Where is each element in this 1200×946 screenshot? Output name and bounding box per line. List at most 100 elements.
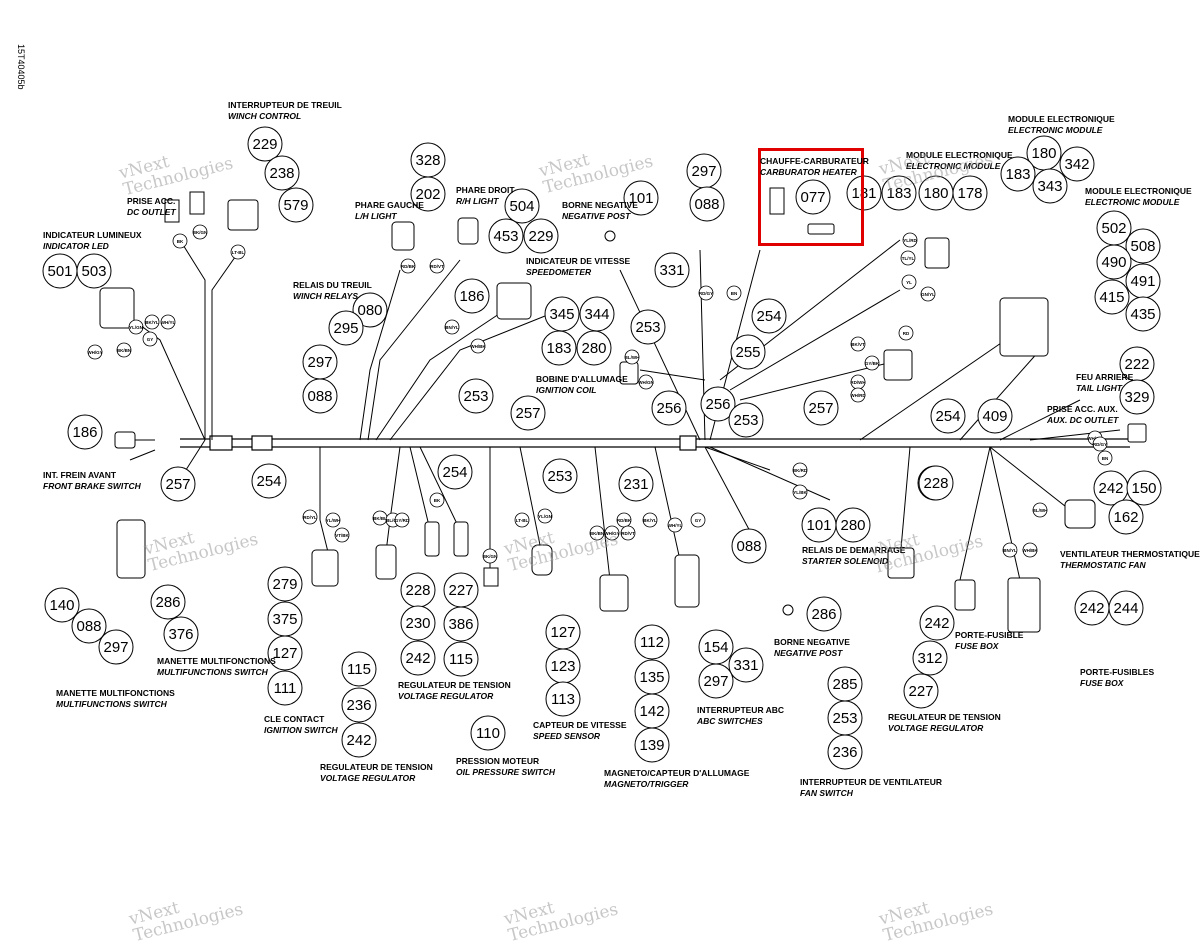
part-number: 254 [442,464,467,481]
part-number: 579 [283,197,308,214]
part-bubble: 253 [827,700,863,736]
part-number: 329 [1124,389,1149,406]
part-number: 253 [547,468,572,485]
wire-code: WH/YL [668,523,683,528]
wire-code: LT-BL [232,250,245,255]
part-number: 254 [256,473,281,490]
label-en: R/H LIGHT [456,196,499,206]
part-number: 127 [272,645,297,662]
part-number: 101 [628,190,653,207]
label-fr: PRESSION MOTEUR [456,756,540,766]
part-bubble: 501 [42,253,78,289]
part-number: 222 [1124,356,1149,373]
part-bubble: 135 [634,659,670,695]
wire-code: WH/YL [161,320,176,325]
wire-code: BK/GN [483,554,498,559]
wire-code-tag: BN [1097,450,1113,466]
part-bubble: 255 [730,334,766,370]
wire-code-tag: BN/YL [1002,542,1018,558]
part-bubble: 178 [952,175,988,211]
part-number: 127 [550,624,575,641]
label-fr: PHARE DROIT [456,185,515,195]
part-number: 112 [640,634,664,651]
label-fr: PORTE-FUSIBLE [955,630,1024,640]
part-bubble: 331 [728,647,764,683]
part-number: 227 [908,683,933,700]
part-number: 409 [982,408,1007,425]
part-bubble: 110 [470,715,506,751]
wire-code: RD/GY [699,291,713,296]
label-fr: MODULE ELECTRONIQUE [1008,114,1115,124]
wire-code-tag: BK/BL [372,510,388,526]
part-number: 183 [546,340,571,357]
wire-code: BL/WH [1033,508,1048,513]
label-en: THERMOSTATIC FAN [1060,560,1146,570]
part-number: 279 [272,576,297,593]
wire-code: GN/YL [921,292,935,297]
part-number: 242 [1098,480,1123,497]
part-number: 415 [1099,289,1124,306]
part-bubble: 162 [1108,499,1144,535]
wire-code: YL/GN [129,325,143,330]
part-number: 180 [923,185,948,202]
wire-code-tag: YL [901,274,917,290]
wire-code-tag: GY [142,331,158,347]
label-en: FUSE BOX [955,641,999,651]
label-en: VOLTAGE REGULATOR [888,723,984,733]
wire-code: RD/YL [303,515,317,520]
label-fr: MANETTE MULTIFONCTIONS [157,656,276,666]
part-number: 242 [405,650,430,667]
wire-code-tag: BL/WH [1032,502,1048,518]
label-fr: INTERRUPTEUR DE VENTILATEUR [800,777,942,787]
part-bubble: 254 [751,298,787,334]
part-bubble: 280 [576,330,612,366]
part-bubble: 491 [1125,263,1161,299]
part-number: 328 [415,152,440,169]
part-bubble: 088 [689,186,725,222]
label-fr: INTERRUPTEUR ABC [697,705,785,715]
part-bubble: 101 [623,180,659,216]
part-bubble: 127 [267,635,303,671]
part-bubble: 297 [686,153,722,189]
wire-code-tag: RD/BK [616,512,632,528]
part-number: 227 [448,582,473,599]
part-number: 331 [733,657,758,674]
part-number: 123 [550,658,575,675]
wire-code: BK/BL [373,516,387,521]
part-number: 344 [584,306,609,323]
part-number: 088 [76,618,101,635]
part-number: 202 [415,186,440,203]
wire-code: RD/VT [621,531,635,536]
part-bubble: 342 [1059,146,1095,182]
part-bubble: 231 [618,466,654,502]
label-en: AUX. DC OUTLET [1047,415,1119,425]
label-fr: CHAUFFE-CARBURATEUR [760,156,869,166]
label-fr: INTERRUPTEUR DE TREUIL [228,100,342,110]
wire-code: BK/BN [590,531,604,536]
part-number: 342 [1064,156,1089,173]
part-bubble: 415 [1094,279,1130,315]
part-bubble: 257 [160,466,196,502]
part-bubble: 186 [67,414,103,450]
part-bubble: 254 [437,454,473,490]
wire-code: TL/YL [902,256,915,261]
part-bubble: 256 [700,386,736,422]
wire-code-tag: RD/GY [698,285,714,301]
part-bubble: 077 [795,179,831,215]
part-number: 142 [639,703,664,720]
wire-code: WH/GN [1087,436,1103,441]
label-en: TAIL LIGHT [1076,383,1122,393]
wire-code-tag: LT-BL [230,244,246,260]
part-number: 257 [808,400,833,417]
part-bubble: 254 [930,398,966,434]
label-fr: FEU ARRIERE [1076,372,1134,382]
part-number: 230 [405,615,430,632]
